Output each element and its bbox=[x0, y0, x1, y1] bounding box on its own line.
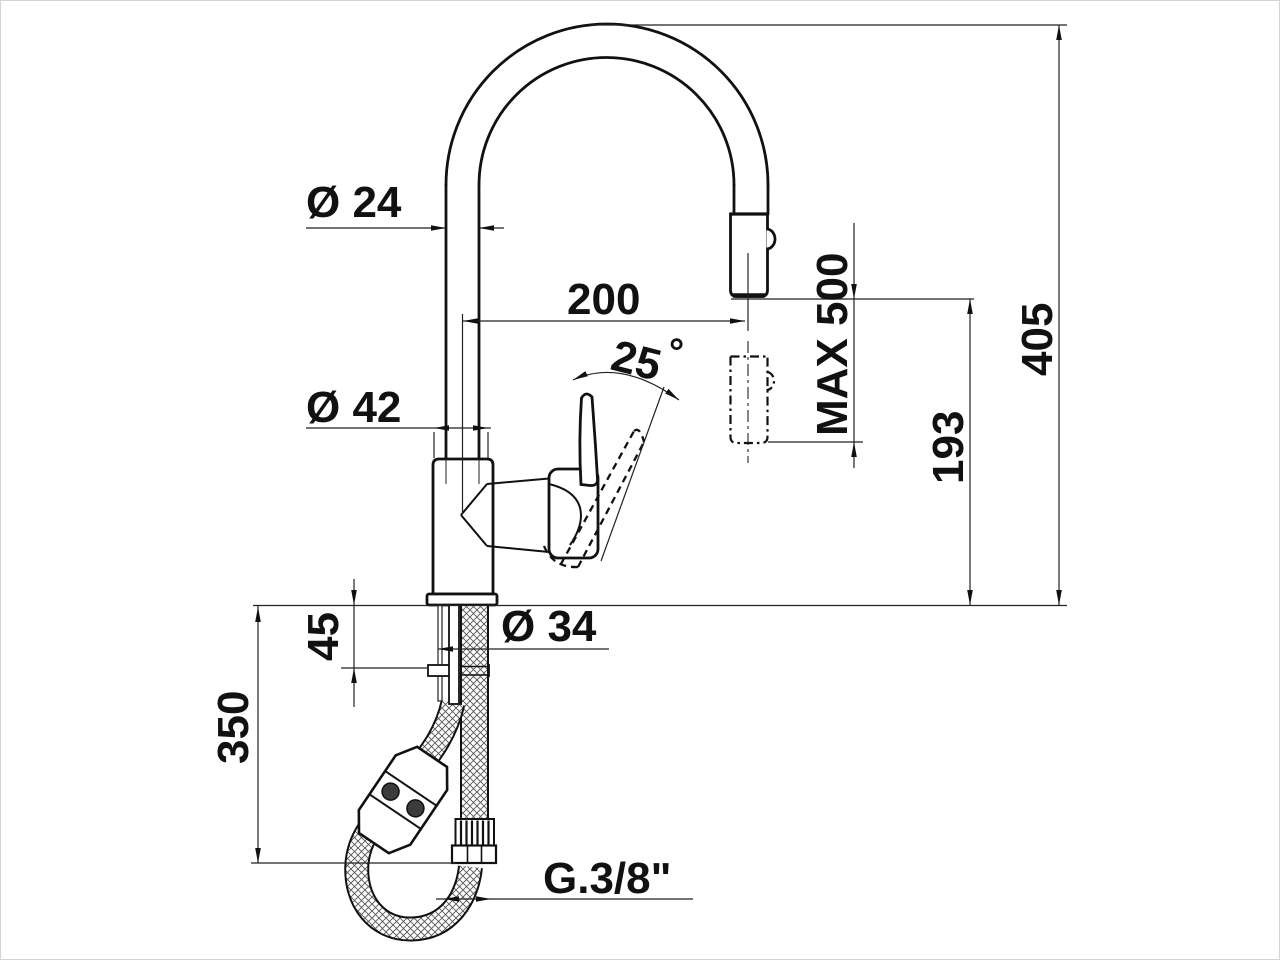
spout-right-leg bbox=[732, 183, 770, 216]
spray-head-button bbox=[766, 227, 777, 251]
hose-guide-tube bbox=[448, 604, 460, 705]
angle-extension-line bbox=[600, 386, 665, 562]
arrow-icon bbox=[255, 607, 261, 622]
arrow-icon bbox=[434, 425, 449, 431]
mounting-stud bbox=[437, 604, 443, 702]
dim-handle-angle: 25 ° bbox=[571, 331, 684, 562]
dim-hose-length: 350 bbox=[209, 605, 456, 864]
phantom-head-outline bbox=[729, 355, 769, 445]
dim-outlet-height: 193 bbox=[924, 299, 973, 605]
dim-label-max-extension: MAX 500 bbox=[808, 253, 857, 436]
gooseneck-spout bbox=[444, 22, 770, 461]
dim-label-body-diameter: Ø 42 bbox=[306, 383, 401, 432]
dim-label-outlet-height: 193 bbox=[924, 411, 973, 484]
faucet-outline bbox=[344, 22, 777, 942]
hose-end-fitting bbox=[450, 818, 498, 865]
degree-symbol: ° bbox=[669, 332, 684, 374]
hex-nut-facets bbox=[466, 846, 483, 863]
arrow-icon bbox=[431, 225, 446, 231]
handle-hub bbox=[547, 467, 600, 560]
arrow-icon bbox=[463, 318, 478, 324]
arrow-icon bbox=[479, 225, 494, 231]
hose-counterweight bbox=[357, 745, 449, 855]
dim-label-deck-thickness: 45 bbox=[299, 612, 348, 661]
counterweight-screw-icon bbox=[406, 799, 425, 818]
dim-hole-diameter: Ø 34 bbox=[438, 602, 609, 652]
arrow-icon bbox=[351, 668, 357, 683]
dim-total-height: 405 bbox=[591, 24, 1067, 605]
arrow-icon bbox=[476, 896, 491, 902]
dim-spout-reach: 200 bbox=[463, 275, 745, 324]
handle bbox=[542, 392, 646, 569]
dim-label-hose-length: 350 bbox=[209, 691, 258, 764]
dim-label-thread: G.3/8" bbox=[543, 854, 671, 903]
arrow-icon bbox=[255, 848, 261, 863]
dim-line bbox=[306, 427, 491, 458]
collar-ribs bbox=[459, 820, 490, 845]
spout-outer-arc bbox=[444, 22, 770, 187]
arrow-icon bbox=[571, 371, 588, 383]
hex-nut bbox=[450, 844, 498, 865]
spray-head-body bbox=[729, 212, 769, 298]
handle-tilted-phantom bbox=[542, 428, 646, 569]
spray-head-extended-phantom bbox=[729, 355, 776, 445]
dim-line bbox=[251, 605, 456, 864]
centerlines bbox=[461, 253, 749, 514]
arrow-icon bbox=[665, 388, 681, 403]
handle-cone-connector bbox=[460, 477, 550, 553]
spout-column bbox=[444, 183, 481, 461]
arrow-icon bbox=[1056, 25, 1062, 40]
arrow-icon bbox=[351, 590, 357, 605]
arrow-icon bbox=[967, 299, 973, 314]
dim-deck-thickness: 45 bbox=[299, 579, 428, 707]
handle-lever-blade bbox=[578, 392, 599, 487]
arrow-icon bbox=[730, 318, 745, 324]
mounting-nut-edges bbox=[461, 665, 489, 676]
dim-thread: G.3/8" bbox=[436, 854, 693, 903]
dim-label-spout-diameter: Ø 24 bbox=[306, 178, 402, 227]
dim-body-diameter: Ø 42 bbox=[306, 383, 491, 458]
counterweight-seam bbox=[368, 770, 438, 830]
body-inner-lines bbox=[445, 459, 480, 484]
dim-label-spout-reach: 200 bbox=[567, 275, 640, 324]
faucet-body bbox=[431, 457, 495, 596]
phantom-head-button bbox=[766, 370, 776, 392]
supply-hose bbox=[460, 604, 489, 820]
arrow-icon bbox=[1056, 590, 1062, 605]
spray-head bbox=[729, 212, 777, 298]
handle-grip-contour bbox=[548, 483, 582, 546]
dim-label-hole-diameter: Ø 34 bbox=[501, 602, 597, 651]
dim-max-extension: MAX 500 bbox=[731, 223, 974, 468]
counterweight-shell bbox=[357, 745, 449, 855]
dim-label-total-height: 405 bbox=[1013, 303, 1062, 376]
counterweight-screw-icon bbox=[381, 782, 400, 801]
dim-label-handle-angle: 25 bbox=[607, 331, 666, 390]
dim-spout-diameter: Ø 24 bbox=[306, 178, 504, 231]
arrow-icon bbox=[967, 590, 973, 605]
dim-line bbox=[731, 223, 974, 468]
arrow-icon bbox=[473, 425, 488, 431]
spout-inner-arc bbox=[477, 56, 736, 187]
dim-line bbox=[591, 24, 1067, 605]
arrow-icon bbox=[851, 442, 857, 457]
base-flange bbox=[425, 592, 499, 607]
